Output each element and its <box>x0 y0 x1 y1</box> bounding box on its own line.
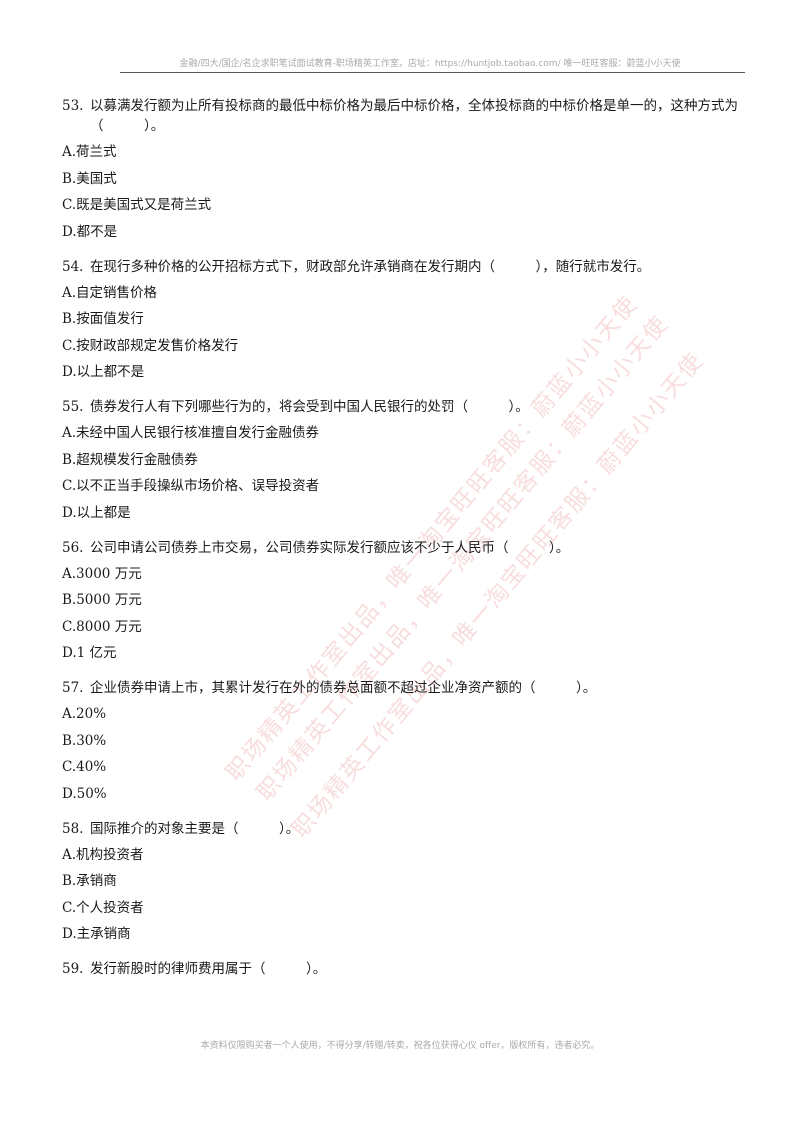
question-number: 58. <box>62 820 84 837</box>
question-number: 59. <box>62 961 84 977</box>
question-stem: 56. 公司申请公司债券上市交易，公司债券实际发行额应该不少于人民币（ ）。 <box>62 538 752 558</box>
page-footer-text: 本资料仅限购买者一个人使用，不得分享/转赠/转卖，祝各位获得心仪 offer，版… <box>200 1041 600 1051</box>
option-c: C.个人投资者 <box>62 899 144 916</box>
question-stem: 57. 企业债券申请上市，其累计发行在外的债券总面额不超过企业净资产额的（ ）。 <box>62 678 752 698</box>
question-56: 56. 公司申请公司债券上市交易，公司债券实际发行额应该不少于人民币（ ）。 A.… <box>62 538 752 664</box>
question-stem: 58. 国际推介的对象主要是（ ）。 <box>62 819 752 839</box>
question-text: 公司申请公司债券上市交易，公司债券实际发行额应该不少于人民币（ ）。 <box>90 539 570 556</box>
option-a: A.机构投资者 <box>62 846 144 863</box>
question-text: 企业债券申请上市，其累计发行在外的债券总面额不超过企业净资产额的（ ）。 <box>90 680 597 696</box>
question-stem: 54. 在现行多种价格的公开招标方式下，财政部允许承销商在发行期内（ ），随行就市… <box>62 257 752 277</box>
option-c: C.既是美国式又是荷兰式 <box>62 197 212 213</box>
question-number: 54. <box>62 258 84 275</box>
page-header-text: 金融/四大/国企/名企求职笔试面试教育-职场精英工作室，店址：https://h… <box>179 59 681 69</box>
option-a: A.20% <box>62 706 107 722</box>
option-c: C.按财政部规定发售价格发行 <box>62 337 239 354</box>
question-stem: 53. 以募满发行额为止所有投标商的最低中标价格为最后中标价格，全体投标商的中标价… <box>62 96 752 136</box>
option-b: B.30% <box>62 732 107 749</box>
option-a: A.自定销售价格 <box>62 284 158 301</box>
option-c: C.以不正当手段操纵市场价格、误导投资者 <box>62 478 320 494</box>
question-text: 发行新股时的律师费用属于（ ）。 <box>90 961 327 977</box>
question-stem: 59. 发行新股时的律师费用属于（ ）。 <box>62 959 752 979</box>
question-58: 58.国际推介的对象主要是（ ）。 A.机构投资者 B.承销商 C.个人投资者 … <box>62 819 752 945</box>
option-b: B.按面值发行 <box>62 311 144 327</box>
option-c: C.40% <box>62 759 107 775</box>
question-list: 53. 以募满发行额为止所有投标商的最低中标价格为最后中标价格，全体投标商的中标价… <box>62 96 752 994</box>
question-stem: 55. 债券发行人有下列哪些行为的，将会受到中国人民银行的处罚（ ）。 <box>62 397 752 417</box>
question-text: 债券发行人有下列哪些行为的，将会受到中国人民银行的处罚（ ）。 <box>90 399 529 415</box>
question-number: 53. <box>62 98 84 114</box>
question-text: 国际推介的对象主要是（ ）。 <box>90 820 300 837</box>
option-d: D.50% <box>62 785 107 802</box>
option-a: A.荷兰式 <box>62 144 117 160</box>
option-d: D.以上都是 <box>62 504 131 521</box>
option-b: B.超规模发行金融债券 <box>62 451 198 468</box>
option-d: D.都不是 <box>62 223 118 240</box>
question-text: 在现行多种价格的公开招标方式下，财政部允许承销商在发行期内（ ），随行就市发行。 <box>90 258 651 275</box>
option-d: D.1 亿元 <box>62 645 117 661</box>
question-53: 53. 以募满发行额为止所有投标商的最低中标价格为最后中标价格，全体投标商的中标价… <box>62 96 752 242</box>
option-b: B.承销商 <box>62 873 117 889</box>
option-b: B.美国式 <box>62 170 117 187</box>
question-55: 55. 债券发行人有下列哪些行为的，将会受到中国人民银行的处罚（ ）。 A.未经中… <box>62 397 752 523</box>
header-divider <box>120 72 745 73</box>
question-54: 54. 在现行多种价格的公开招标方式下，财政部允许承销商在发行期内（ ），随行就市… <box>62 257 752 383</box>
question-number: 57. <box>62 680 84 696</box>
question-59: 59. 发行新股时的律师费用属于（ ）。 <box>62 959 752 979</box>
option-a: A.3000 万元 <box>62 565 142 582</box>
option-a: A.未经中国人民银行核准擅自发行金融债券 <box>62 425 320 441</box>
option-d: D.主承销商 <box>62 926 131 942</box>
question-number: 55. <box>62 399 84 415</box>
question-text: 以募满发行额为止所有投标商的最低中标价格为最后中标价格，全体投标商的中标价格是单… <box>90 98 738 134</box>
option-b: B.5000 万元 <box>62 592 142 608</box>
question-number: 56. <box>62 539 84 556</box>
question-57: 57.企业债券申请上市，其累计发行在外的债券总面额不超过企业净资产额的（ ）。 … <box>62 678 752 804</box>
option-d: D.以上都不是 <box>62 364 145 380</box>
option-c: C.8000 万元 <box>62 618 142 635</box>
